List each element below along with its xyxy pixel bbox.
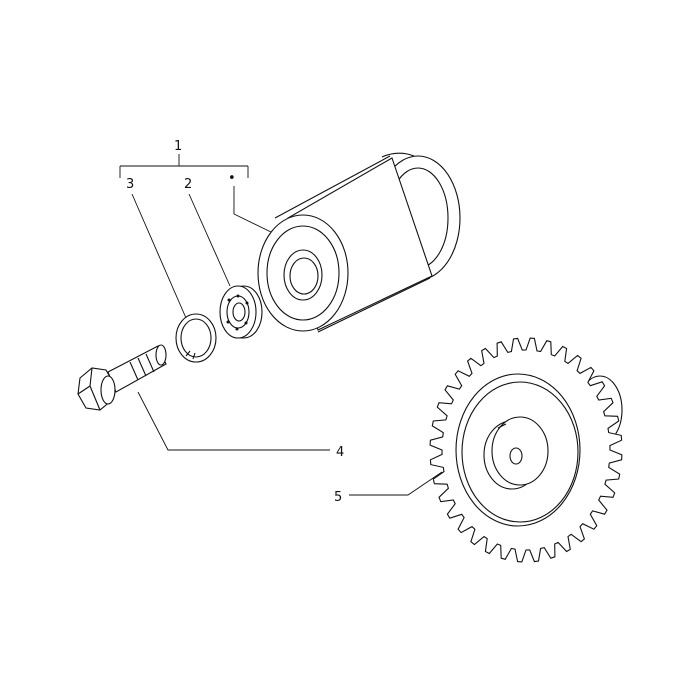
callout-5-label: 5 [334,490,342,505]
leader-lines [131,186,443,496]
callout-3-label: 3 [126,177,134,192]
callout-1-label: 1 [174,139,182,154]
spur-gear [429,337,623,563]
hex-bolt [77,344,167,411]
roller-housing [257,152,461,333]
callout-4-label: 4 [336,445,344,460]
ball-bearing [219,285,263,339]
callout-2-label: 2 [184,177,192,192]
callout-dot-label: • [228,171,236,186]
assembly-bracket [119,154,249,178]
circlip [175,313,217,363]
